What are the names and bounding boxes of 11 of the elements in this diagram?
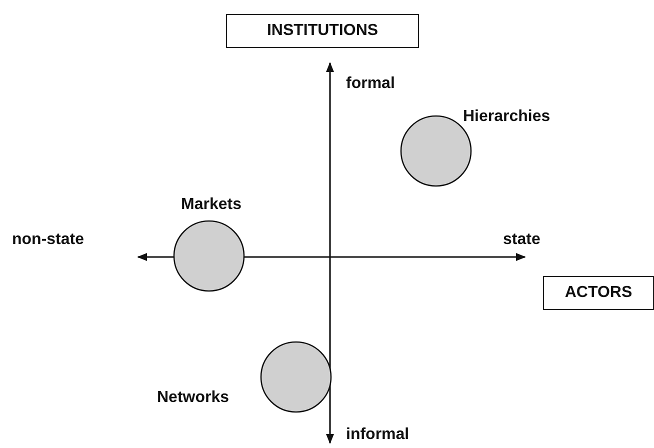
circle-label: Hierarchies — [463, 108, 550, 126]
circle-label: Markets — [181, 196, 242, 214]
axis-label: formal — [346, 75, 395, 93]
governance-circle — [173, 220, 245, 292]
label-box: INSTITUTIONS — [226, 14, 419, 48]
axis-label: state — [503, 231, 540, 249]
label-box: ACTORS — [543, 276, 654, 310]
governance-circle — [260, 341, 332, 413]
circle-label: Networks — [157, 389, 230, 407]
axis-label: non-state — [12, 231, 84, 249]
axis-label: informal — [346, 426, 410, 444]
